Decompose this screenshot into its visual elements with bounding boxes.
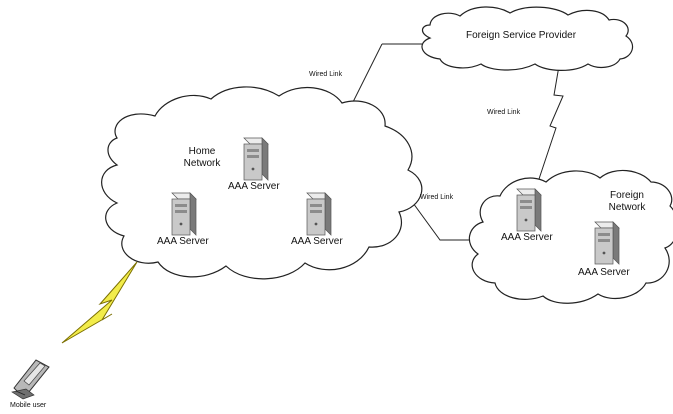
wireless-lightning-icon	[61, 261, 138, 344]
wired-link-label-middle: Wired Link	[420, 194, 454, 201]
mobile-user-label: Mobile user	[10, 402, 47, 409]
mobile-phone-icon	[11, 359, 50, 400]
server-label-home-top: AAA Server	[228, 181, 280, 192]
server-icon	[594, 221, 620, 265]
server-icon	[171, 192, 197, 236]
server-icon	[516, 188, 542, 232]
wired-link-label-top: Wired Link	[309, 71, 343, 78]
foreign-service-provider-cloud	[421, 6, 634, 71]
foreign-service-provider-label: Foreign Service Provider	[466, 30, 577, 41]
foreign-network-label: Foreign Network	[608, 190, 646, 213]
wired-link-label-right: Wired Link	[487, 109, 521, 116]
server-label-foreign-left: AAA Server	[501, 232, 553, 243]
server-icon	[243, 137, 269, 181]
server-label-foreign-right: AAA Server	[578, 267, 630, 278]
home-network-label: Home Network	[183, 146, 221, 169]
wired-link-home-to-provider	[349, 43, 383, 109]
server-label-home-left: AAA Server	[157, 236, 209, 247]
server-icon	[306, 192, 332, 236]
server-label-home-right: AAA Server	[291, 236, 343, 247]
wired-link-provider-to-foreign	[537, 59, 564, 183]
